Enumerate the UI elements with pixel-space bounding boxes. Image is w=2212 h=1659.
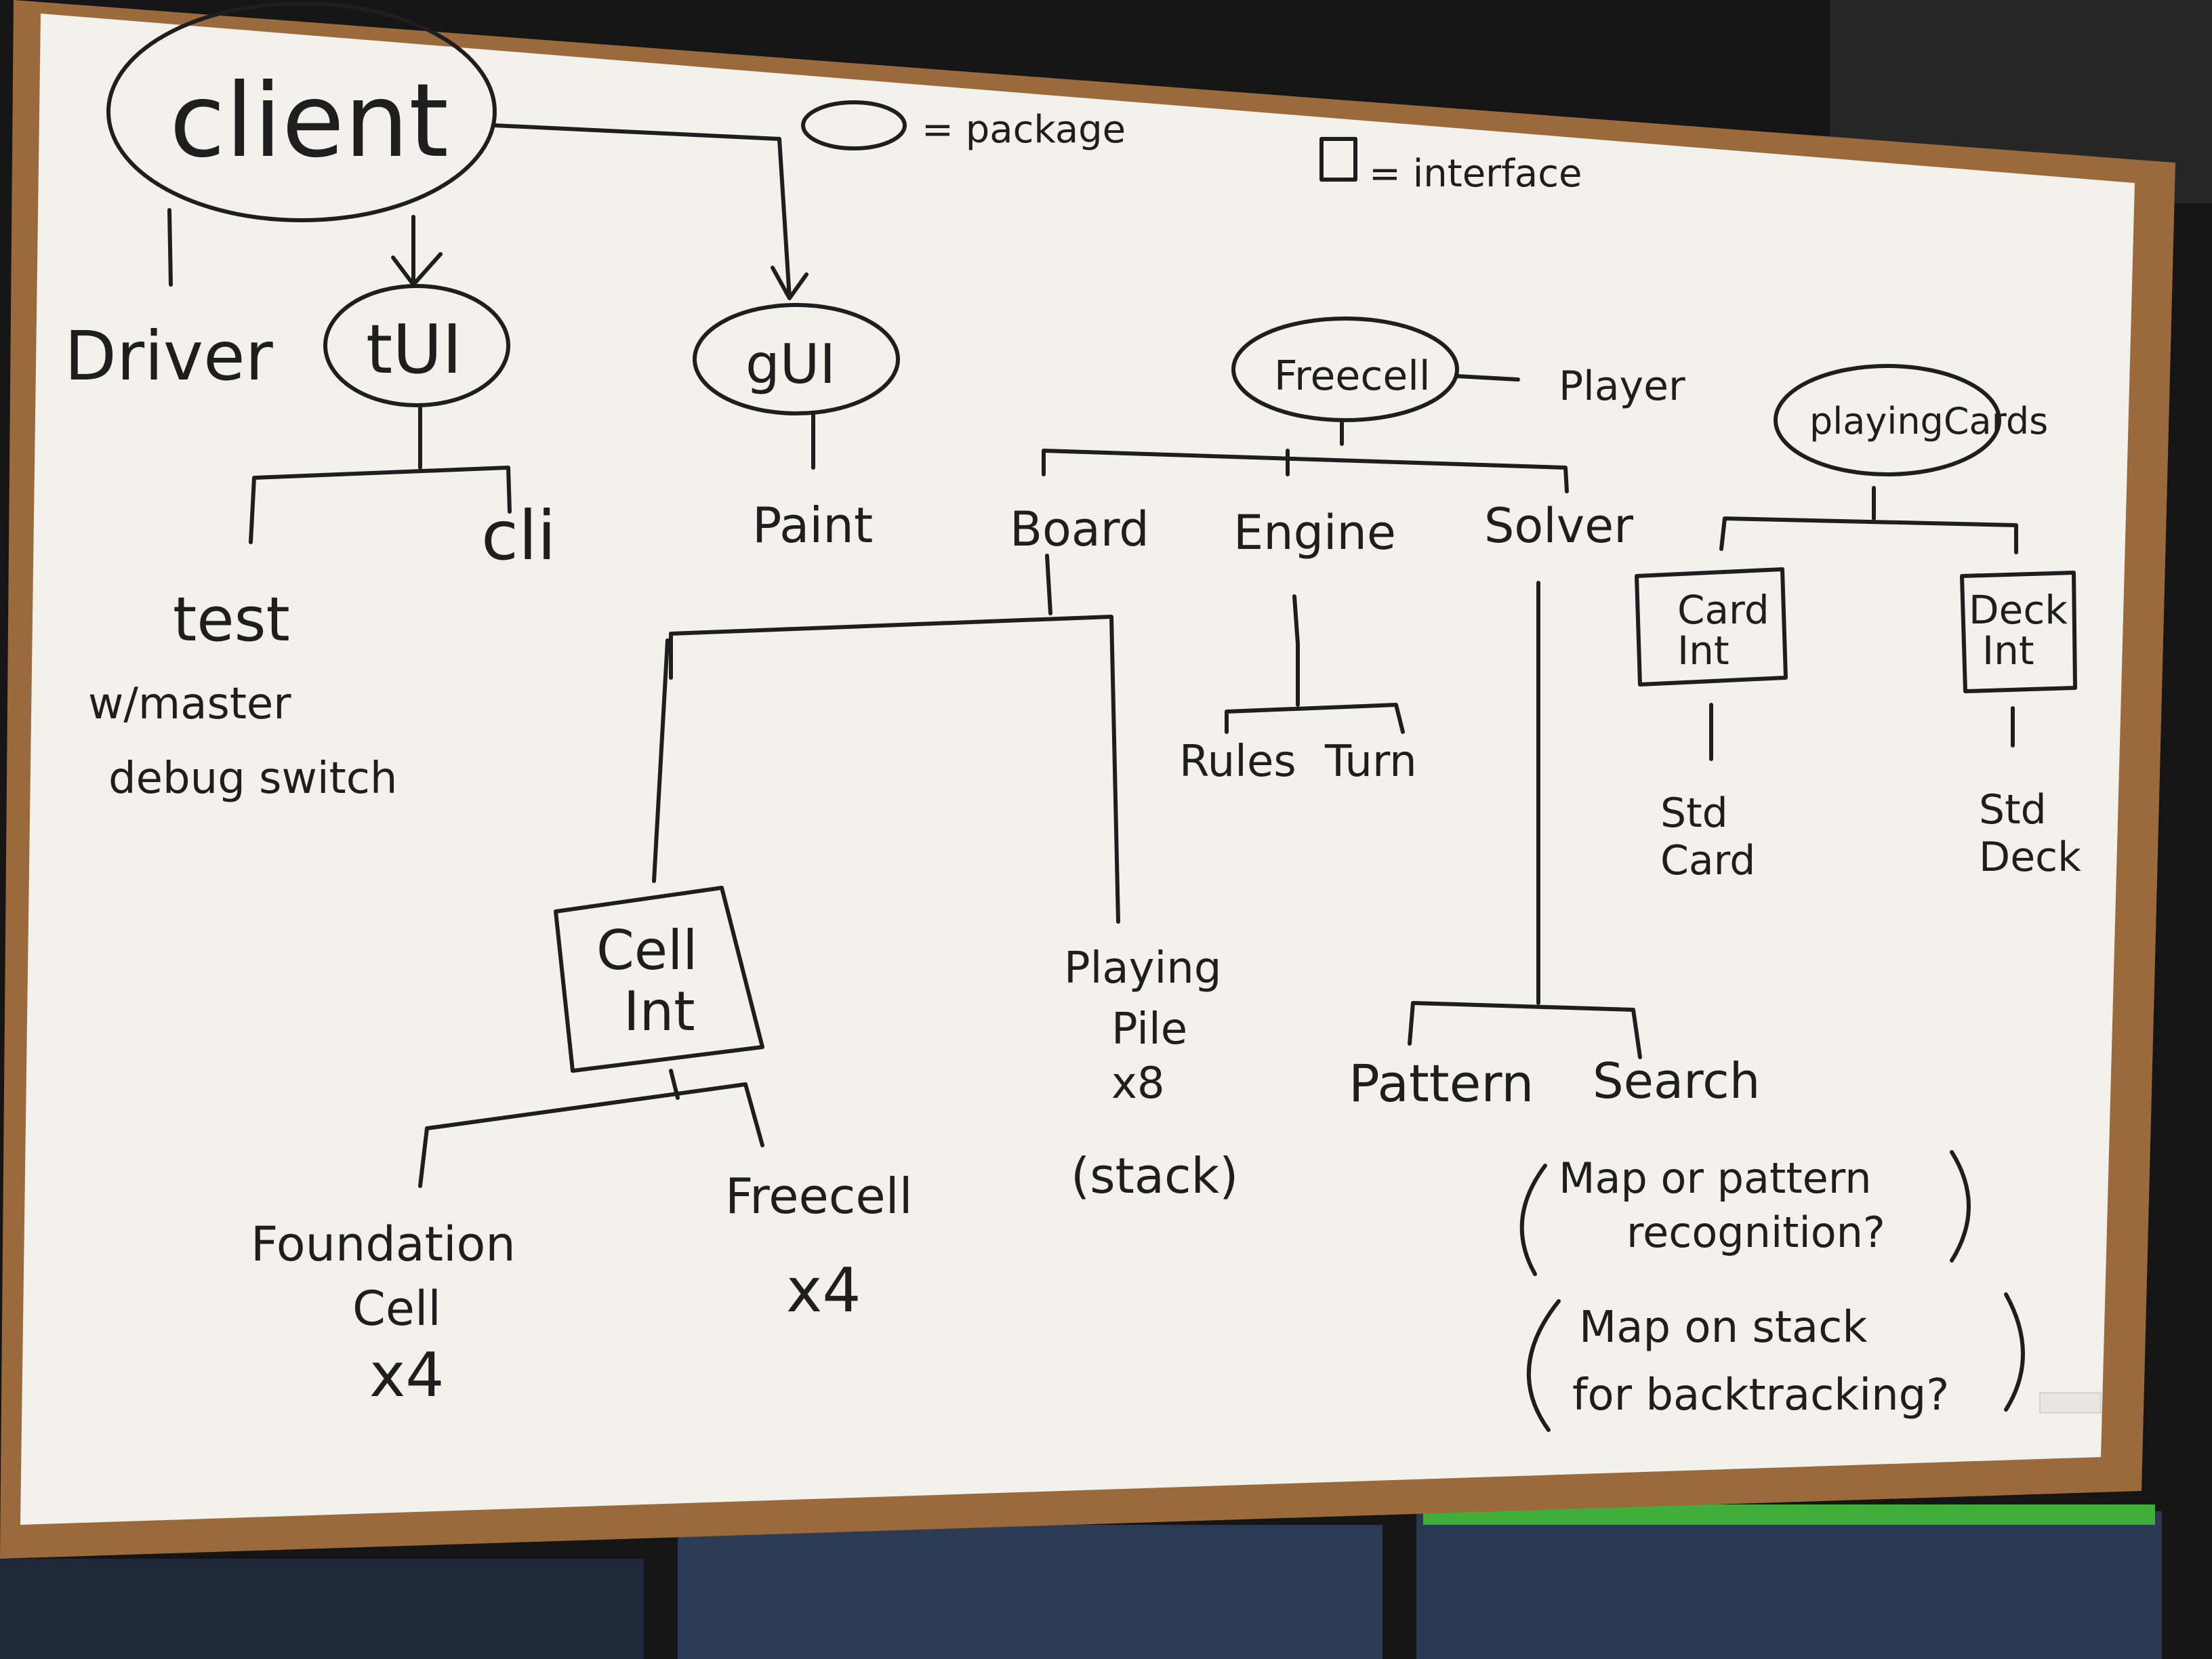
std-deck-line-2: Deck <box>1979 834 2081 881</box>
line-freecell-player <box>1455 374 1520 382</box>
std-deck-line-1: Std <box>1979 786 2047 834</box>
std-card-line-2: Card <box>1660 837 1755 884</box>
card-int-box <box>1635 567 1788 687</box>
driver-label: Driver <box>64 316 274 396</box>
paint-label: Paint <box>752 497 873 554</box>
playingcards-label: playingCards <box>1809 400 2048 443</box>
legend-package-label: = package <box>922 108 1126 152</box>
line-client-driver <box>167 208 173 287</box>
search-note-line-2: recognition? <box>1626 1208 1885 1257</box>
deck-int-box <box>1960 571 2077 693</box>
freecell-branch <box>1042 418 1569 493</box>
board-label: Board <box>1010 501 1149 557</box>
solver-branch <box>1408 581 1642 1059</box>
freecell-count-label: x4 <box>786 1255 861 1326</box>
cell-int-line-2: Int <box>623 980 695 1043</box>
monitor-left <box>0 1559 644 1659</box>
test-note-1: w/master <box>88 679 291 729</box>
client-label: client <box>169 62 449 180</box>
foundation-line-1: Foundation <box>251 1216 516 1272</box>
engine-branch <box>1225 594 1405 734</box>
freecell-package-ellipse <box>1231 316 1459 422</box>
pattern-label: Pattern <box>1349 1053 1534 1113</box>
playing-pile-line-2: Pile <box>1111 1004 1187 1054</box>
deck-int-line-2: Int <box>1982 628 2034 674</box>
tui-label: tUI <box>366 310 462 389</box>
freecell-label: Freecell <box>1274 352 1431 400</box>
search-note-line-4: for backtracking? <box>1572 1370 1949 1420</box>
engine-label: Engine <box>1233 505 1396 560</box>
cellint-branch <box>418 1069 764 1188</box>
playingcards-branch <box>1719 486 2018 554</box>
monitor-center <box>678 1525 1382 1659</box>
playing-pile-line-3: x8 <box>1111 1059 1165 1109</box>
legend-package-ellipse <box>801 100 907 150</box>
search-label: Search <box>1593 1052 1760 1109</box>
marker-strokes <box>106 1 2077 1432</box>
gui-package-ellipse <box>693 303 900 415</box>
labels: client = package = interface Driver tUI … <box>64 62 2081 1420</box>
search-note-line-1: Map or pattern <box>1559 1153 1872 1203</box>
tui-package-ellipse <box>323 284 510 407</box>
arrow-client-gui <box>493 123 808 300</box>
eraser <box>2039 1392 2102 1414</box>
legend-interface-label: = interface <box>1369 152 1582 196</box>
card-int-line-2: Int <box>1677 628 1729 674</box>
solver-label: Solver <box>1484 498 1633 554</box>
playing-pile-line-4: (stack) <box>1071 1147 1238 1204</box>
test-label: test <box>173 584 290 655</box>
test-note-2: debug switch <box>108 754 397 804</box>
turn-label: Turn <box>1324 737 1417 787</box>
freecell-leaf-label: Freecell <box>725 1168 913 1225</box>
search-note-2-parens <box>1526 1292 2025 1432</box>
legend-interface-box <box>1319 137 1357 182</box>
playing-pile-line-1: Playing <box>1064 943 1221 994</box>
card-int-line-1: Card <box>1677 587 1769 633</box>
search-note-line-3: Map on stack <box>1579 1303 1867 1353</box>
monitors <box>0 1504 2162 1659</box>
cell-int-line-1: Cell <box>596 919 698 982</box>
player-label: Player <box>1559 363 1685 410</box>
search-note-1-parens <box>1519 1150 1971 1276</box>
foundation-line-3: x4 <box>369 1340 445 1411</box>
playingcards-package-ellipse <box>1774 364 2001 476</box>
monitor-right <box>1416 1511 2162 1659</box>
tui-branch <box>249 405 512 544</box>
gui-label: gUI <box>745 333 836 396</box>
cli-label: cli <box>481 496 556 575</box>
whiteboard-surface <box>20 14 2135 1525</box>
deck-int-line-1: Deck <box>1969 587 2068 633</box>
board-branch <box>652 554 1120 924</box>
cell-int-box <box>554 886 764 1073</box>
std-card-line-1: Std <box>1660 790 1728 837</box>
foundation-line-2: Cell <box>352 1281 441 1336</box>
client-package-ellipse <box>106 1 497 222</box>
rules-label: Rules <box>1179 737 1296 787</box>
